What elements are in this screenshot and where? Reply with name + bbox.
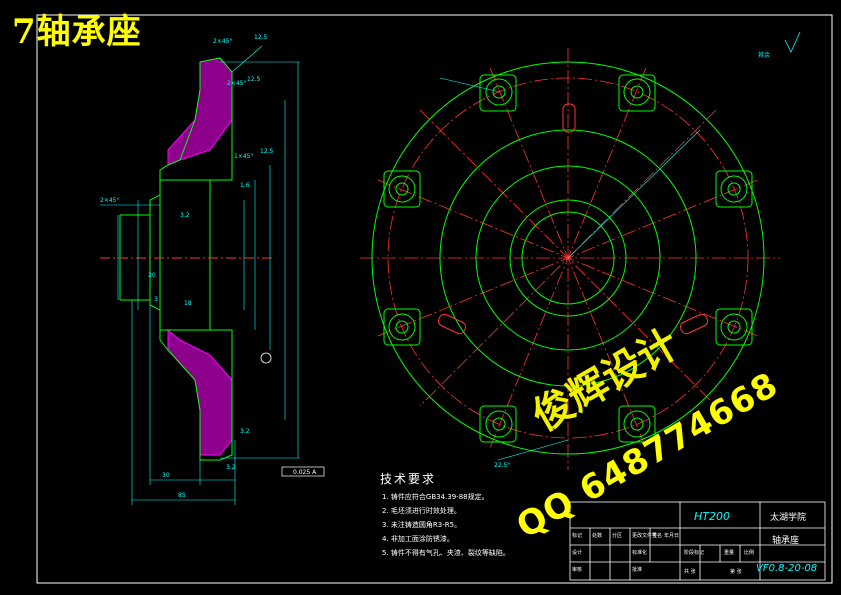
rim-2	[439, 129, 697, 387]
tb-drawing-number: VF0.8-20-08	[756, 563, 818, 574]
dim-chamfer-1: 2×45°	[213, 38, 233, 45]
tb-approve: 批准	[632, 567, 643, 573]
tb-sheet-total: 共 张	[684, 569, 696, 575]
rough-e: 1.6	[240, 182, 250, 189]
tb-sheet-no: 第 张	[730, 569, 742, 575]
page-title: 7轴承座	[12, 12, 142, 52]
section-view	[100, 45, 325, 505]
tb-scale: 比例	[744, 550, 755, 556]
title-block	[569, 501, 826, 581]
tb-school: 太湖学院	[770, 513, 807, 523]
tb-weight: 重量	[724, 550, 735, 556]
tb-material: HT200	[694, 510, 730, 523]
roughness-symbol	[784, 31, 801, 53]
rim-3	[475, 165, 661, 351]
tb-row-review: 审核	[572, 567, 583, 573]
datum-circle	[260, 352, 272, 364]
tech-item-4: 4. 非加工面涂防锈漆。	[382, 535, 454, 543]
dim-len-30: 30	[162, 472, 170, 479]
tb-header-3: 分区	[612, 533, 623, 539]
tb-stage: 阶段标记	[684, 550, 705, 556]
tech-item-3: 3. 未注铸造圆角R3-R5。	[382, 521, 462, 529]
tb-row-design: 设计	[572, 550, 583, 556]
rough-g: 3.2	[226, 464, 236, 471]
dim-chamfer-2: 2×45°	[227, 80, 247, 87]
tech-requirements-title: 技术要求	[380, 472, 437, 486]
dim-len-3: 3	[154, 296, 158, 303]
tb-header-4: 更改文件号	[632, 533, 658, 539]
hub-inner	[521, 211, 615, 305]
dim-len-18: 18	[184, 300, 192, 307]
tb-std: 标准化	[632, 550, 648, 556]
tech-item-2: 2. 毛坯须进行时效处理。	[382, 507, 461, 515]
dim-len-85: 85	[178, 492, 186, 499]
tech-item-5: 5. 铸件不得有气孔、夹渣、裂纹等缺陷。	[382, 549, 510, 557]
tb-header-2: 处数	[592, 533, 603, 539]
tolerance-frame	[281, 466, 325, 477]
dim-angle: 22.5°	[494, 462, 511, 469]
tech-item-1: 1. 铸件应符合GB34.39-88规定。	[382, 493, 489, 501]
dim-chamfer-3: 1×45°	[234, 153, 254, 160]
bolt-circle	[387, 77, 749, 439]
tb-header-5: 签名	[652, 533, 663, 539]
rough-c: 12.5	[260, 148, 274, 155]
roughness-note: 其余	[758, 52, 771, 59]
outer-rim	[371, 61, 765, 455]
rough-a: 12.5	[254, 34, 268, 41]
tb-header-1: 标记	[572, 533, 583, 539]
dim-chamfer-4: 2×45°	[100, 197, 120, 204]
rough-f: 3.2	[240, 428, 250, 435]
tb-part-name: 轴承座	[772, 536, 800, 546]
hub-outer	[509, 199, 627, 317]
drawing-border	[36, 14, 833, 584]
tolerance-value: 0.025 A	[293, 469, 317, 476]
dim-len-20: 20	[148, 272, 156, 279]
tb-header-6: 年月日	[664, 533, 680, 539]
front-view	[360, 31, 801, 470]
rough-d: 3.2	[180, 212, 190, 219]
rough-b: 12.5	[247, 76, 261, 83]
